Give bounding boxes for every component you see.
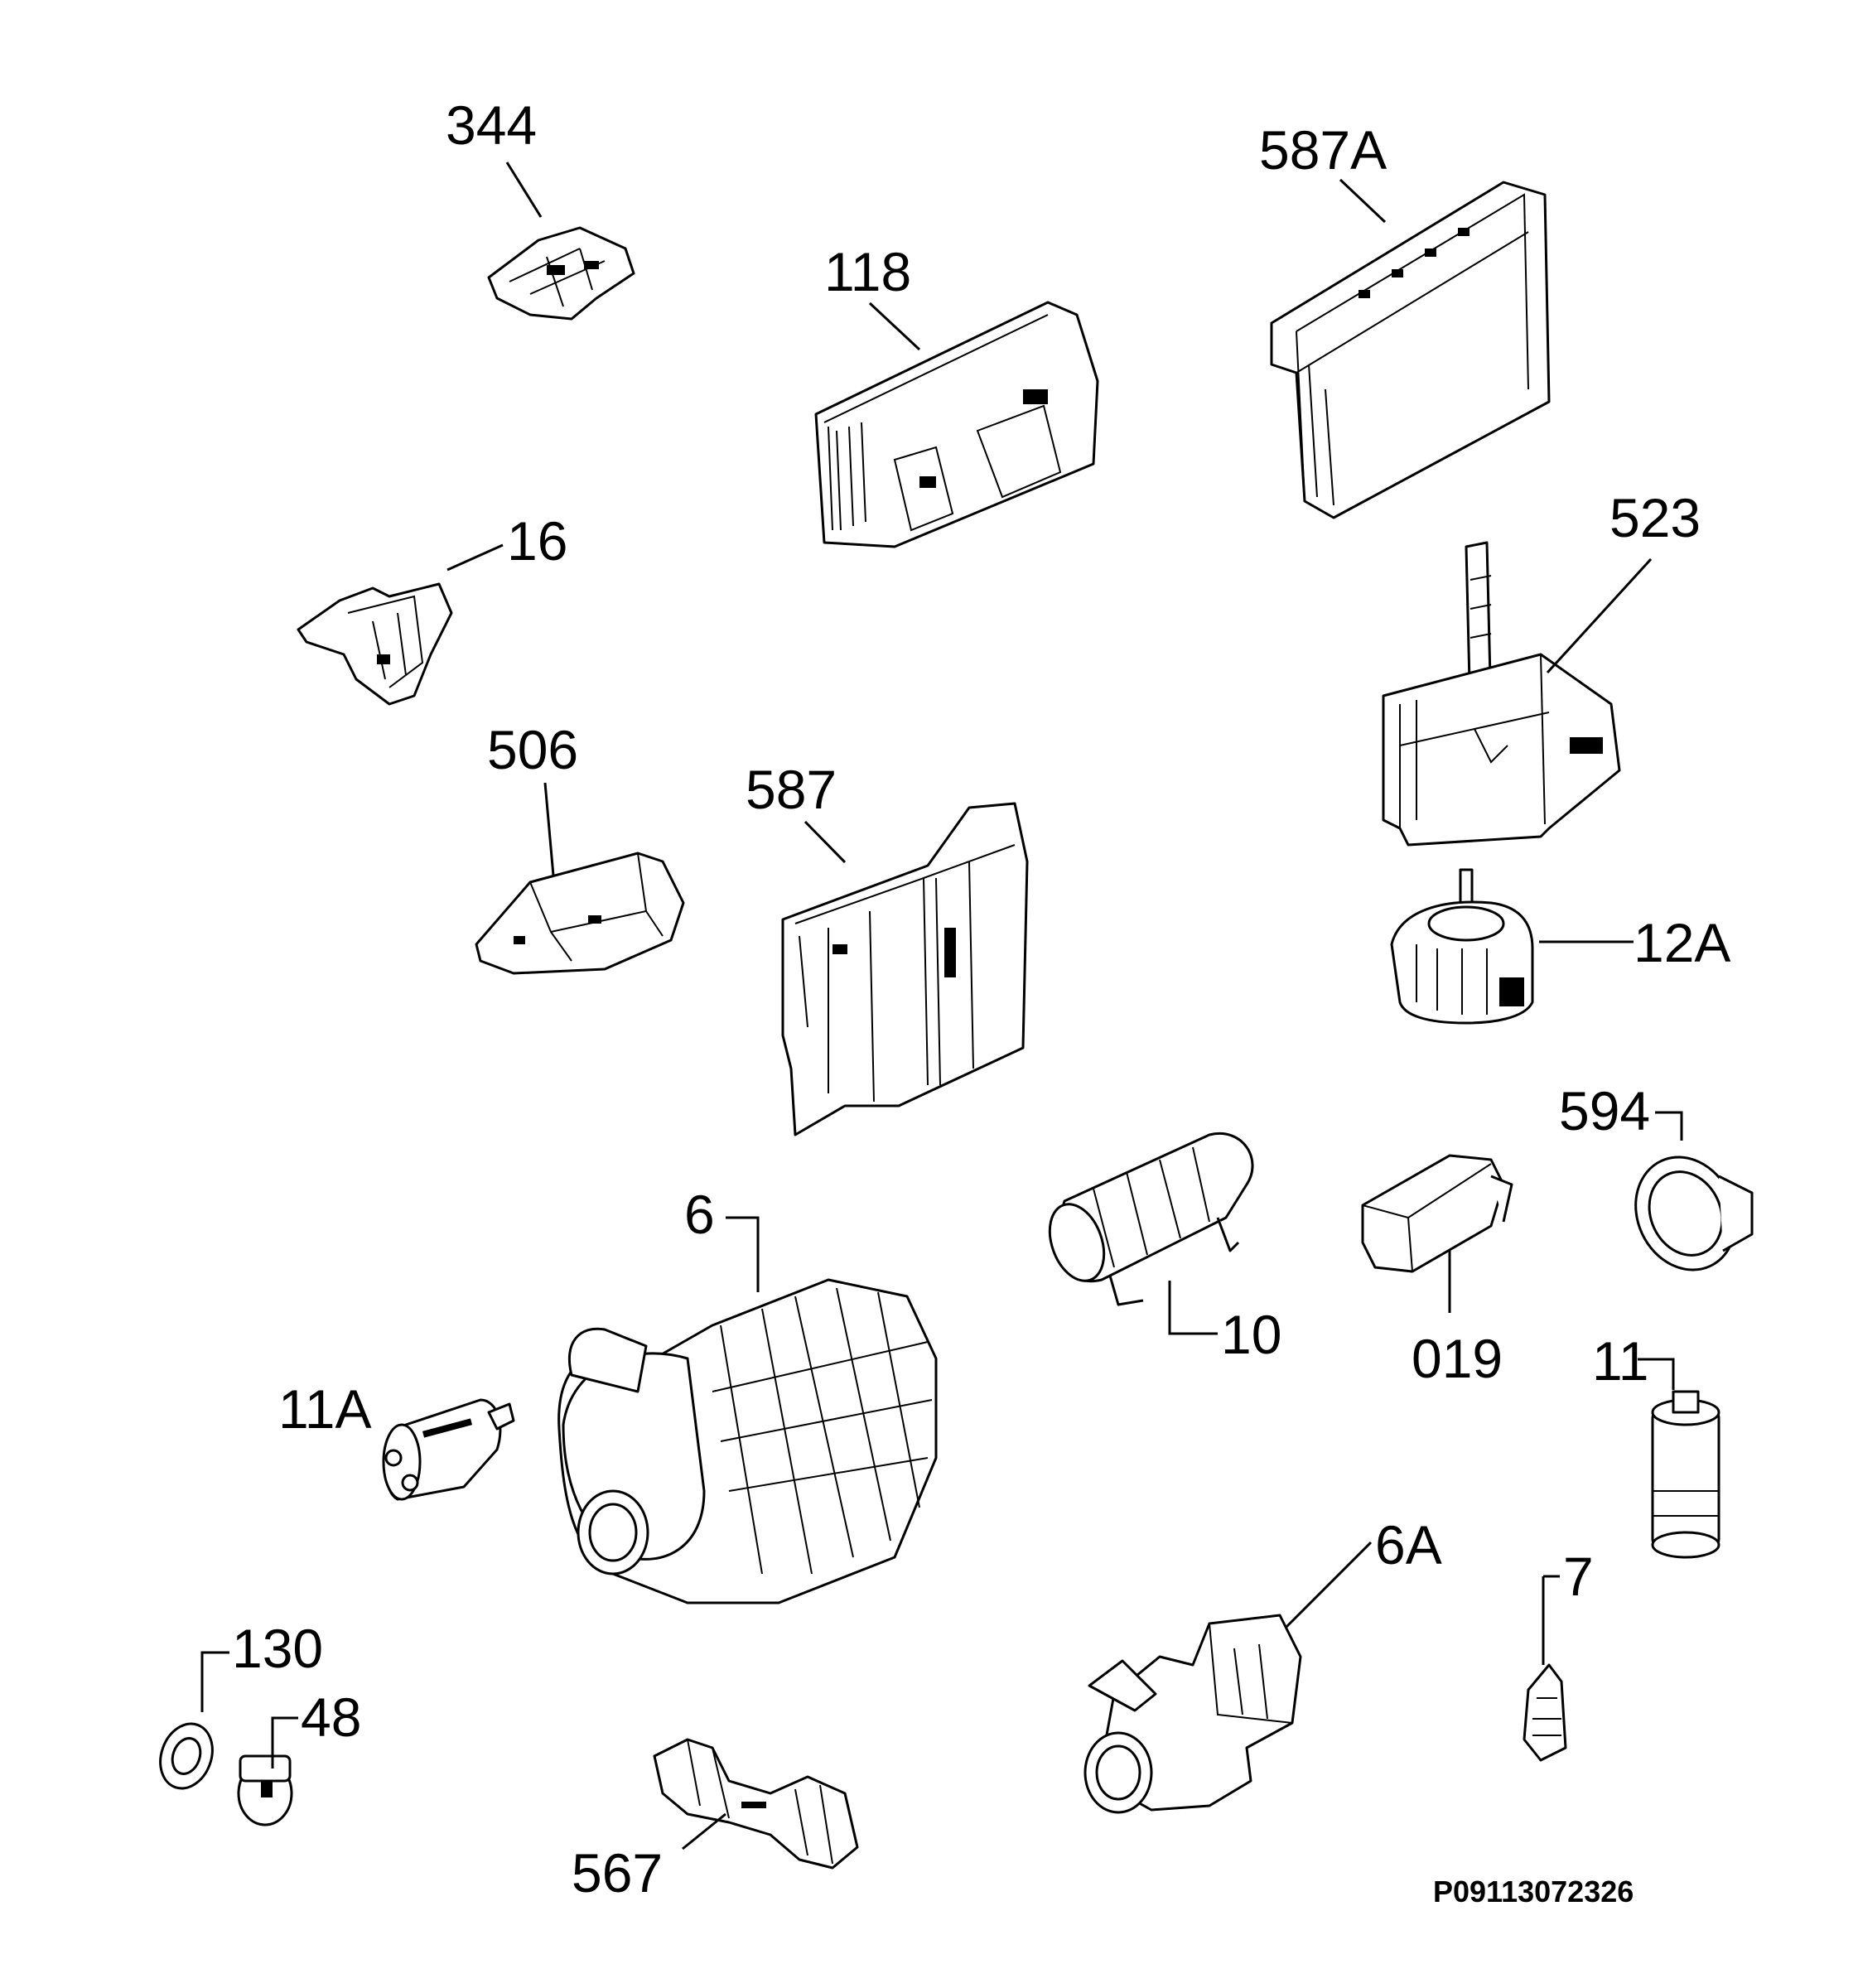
part-48-plug <box>239 1756 292 1825</box>
callout-587A: 587A <box>1259 119 1387 181</box>
part-587A-electronic-module <box>1272 182 1549 518</box>
part-567-harness <box>654 1740 857 1868</box>
callout-7: 7 <box>1563 1546 1594 1607</box>
part-16-door-switch <box>298 584 451 704</box>
callout-16: 16 <box>507 510 568 572</box>
part-594-ring <box>1618 1141 1754 1286</box>
leader-lines <box>202 162 1682 1849</box>
callout-10: 10 <box>1221 1304 1282 1365</box>
part-587-housing <box>783 803 1027 1135</box>
callout-019: 019 <box>1412 1328 1503 1389</box>
callout-523: 523 <box>1609 487 1701 548</box>
callout-567: 567 <box>572 1842 664 1904</box>
part-6-circulation-pump <box>559 1280 936 1603</box>
callout-11: 11 <box>1592 1330 1649 1392</box>
callout-6: 6 <box>684 1184 715 1245</box>
part-344-clip <box>489 228 634 319</box>
part-12A-pressure-switch <box>1392 870 1532 1023</box>
part-019-connector-box <box>1363 1156 1512 1271</box>
part-118-control-panel <box>816 302 1098 547</box>
callout-130: 130 <box>232 1618 324 1679</box>
callout-587: 587 <box>746 759 837 820</box>
callout-6A: 6A <box>1375 1514 1442 1575</box>
part-11-cylinder <box>1653 1392 1719 1557</box>
callout-506: 506 <box>487 719 579 780</box>
callout-48: 48 <box>301 1686 362 1748</box>
callout-118: 118 <box>824 241 912 302</box>
part-130-seal-ring <box>152 1716 221 1796</box>
part-7-clip <box>1524 1665 1566 1760</box>
callout-344: 344 <box>446 94 538 156</box>
part-506-cover <box>476 853 683 973</box>
part-11A-capacitor <box>384 1400 514 1499</box>
callout-594: 594 <box>1559 1080 1651 1141</box>
part-10-heater <box>1040 1133 1252 1305</box>
part-6A-drain-pump <box>1085 1615 1301 1812</box>
callout-11A: 11A <box>278 1378 372 1440</box>
drawing-code: P09113072326 <box>1433 1875 1634 1908</box>
callout-12A: 12A <box>1634 912 1731 973</box>
part-523-air-break <box>1383 543 1619 845</box>
